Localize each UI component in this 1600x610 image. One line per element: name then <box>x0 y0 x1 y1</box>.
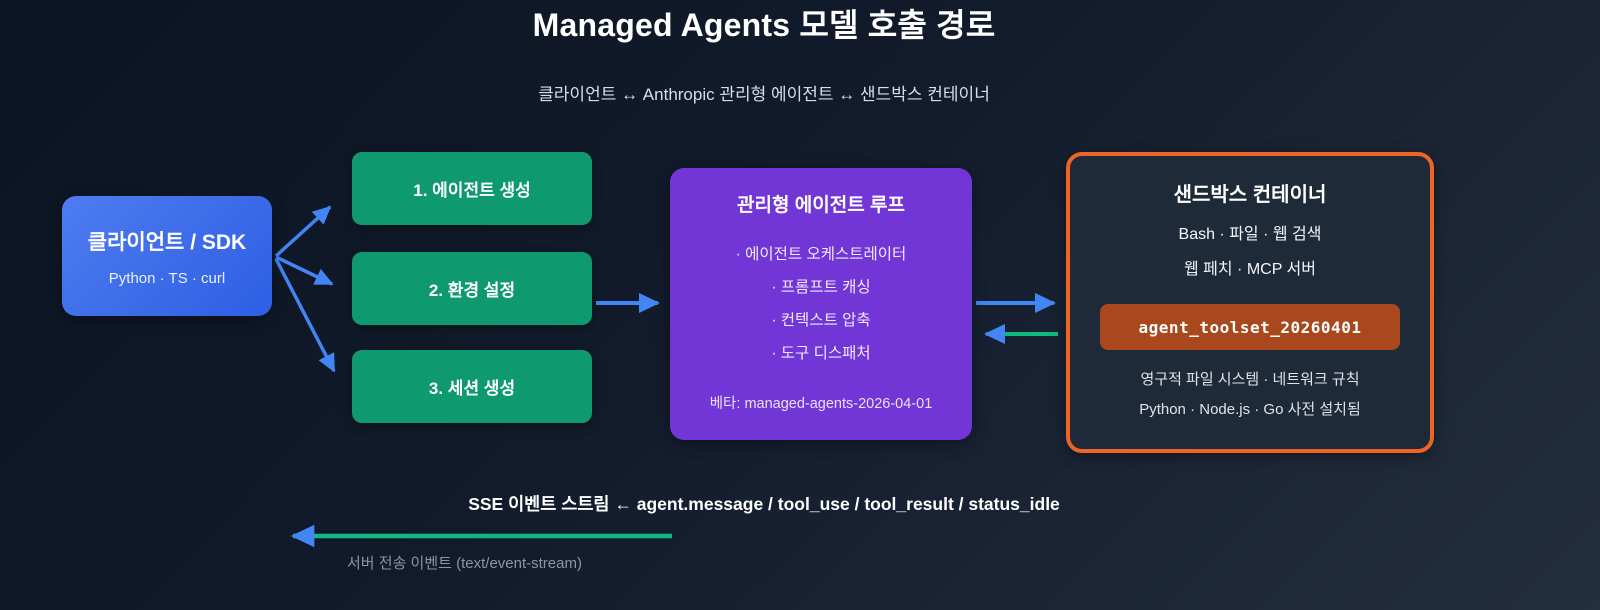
sandbox-tools-line1: Bash · 파일 · 웹 검색 <box>1178 226 1322 243</box>
step-label: 1. 에이전트 생성 <box>413 181 531 200</box>
step-box-create-agent: 1. 에이전트 생성 <box>352 152 592 225</box>
sandbox-note-runtimes: Python · Node.js · Go 사전 설치됨 <box>1139 401 1361 418</box>
client-sdk-box: 클라이언트 / SDK Python · TS · curl <box>62 196 272 316</box>
client-sdk-title: 클라이언트 / SDK <box>87 230 247 254</box>
sandbox-container-box: 샌드박스 컨테이너 Bash · 파일 · 웹 검색 웹 페치 · MCP 서버… <box>1066 152 1434 453</box>
arrow-client-to-step3 <box>274 258 336 373</box>
sandbox-note-filesystem: 영구적 파일 시스템 · 네트워크 규칙 <box>1140 371 1360 388</box>
agent-loop-item-tool-dispatcher: · 도구 디스패처 <box>771 345 871 362</box>
sse-stream-label: SSE 이벤트 스트림 ← agent.message / tool_use /… <box>468 494 1060 514</box>
toolset-badge: agent_toolset_20260401 <box>1100 304 1400 350</box>
agent-loop-item-context-compaction: · 컨텍스트 압축 <box>771 312 871 329</box>
step-label: 2. 환경 설정 <box>428 281 516 300</box>
diagram-title: Managed Agents 모델 호출 경로 <box>532 7 996 43</box>
diagram-subtitle: 클라이언트 ↔ Anthropic 관리형 에이전트 ↔ 샌드박스 컨테이너 <box>538 85 990 104</box>
sandbox-title: 샌드박스 컨테이너 <box>1173 184 1327 206</box>
arrow-client-to-step1 <box>274 205 332 258</box>
agent-loop-item-prompt-caching: · 프롬프트 캐싱 <box>771 279 871 296</box>
step-box-setup-environment: 2. 환경 설정 <box>352 252 592 325</box>
agent-loop-box: 관리형 에이전트 루프 · 에이전트 오케스트레이터 · 프롬프트 캐싱 · 컨… <box>670 168 972 440</box>
sse-stream-caption: 서버 전송 이벤트 (text/event-stream) <box>347 555 582 572</box>
agent-loop-beta-version: 베타: managed-agents-2026-04-01 <box>709 396 933 412</box>
arrow-client-to-step2 <box>275 255 334 286</box>
agent-loop-item-orchestrator: · 에이전트 오케스트레이터 <box>735 246 907 263</box>
toolset-badge-label: agent_toolset_20260401 <box>1138 317 1362 337</box>
step-label: 3. 세션 생성 <box>428 379 516 398</box>
step-box-create-session: 3. 세션 생성 <box>352 350 592 423</box>
client-sdk-subtitle: Python · TS · curl <box>108 269 226 287</box>
agent-loop-title: 관리형 에이전트 루프 <box>737 195 905 216</box>
sandbox-tools-line2: 웹 페치 · MCP 서버 <box>1184 261 1316 278</box>
